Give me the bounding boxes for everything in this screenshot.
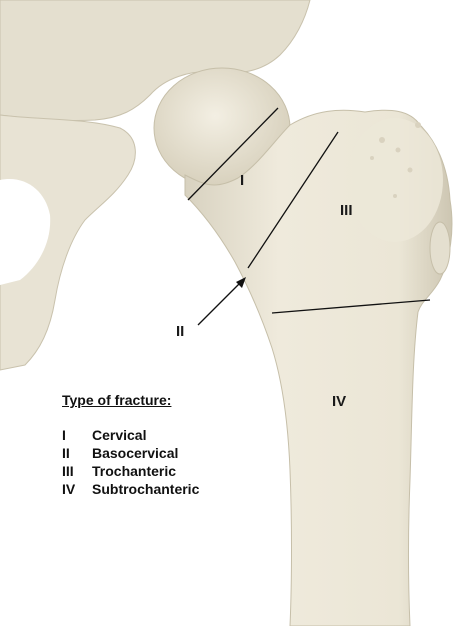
legend-name: Basocervical (92, 444, 178, 462)
lesser-trochanter (430, 222, 450, 274)
zone-label-basocervical: II (176, 323, 184, 340)
basocervical-arrow-shaft (198, 283, 240, 325)
legend-name: Subtrochanteric (92, 480, 199, 498)
legend-numeral: II (62, 444, 92, 462)
legend-numeral: IV (62, 480, 92, 498)
zone-label-subtrochanteric: IV (332, 393, 346, 410)
legend-title: Type of fracture: (62, 392, 199, 408)
legend-item: III Trochanteric (62, 462, 199, 480)
legend-name: Cervical (92, 426, 146, 444)
zone-label-trochanteric: III (340, 202, 353, 219)
legend-numeral: III (62, 462, 92, 480)
legend-name: Trochanteric (92, 462, 176, 480)
greater-trochanter (347, 118, 443, 242)
legend-item: II Basocervical (62, 444, 199, 462)
legend-item: IV Subtrochanteric (62, 480, 199, 498)
fracture-type-legend: Type of fracture: I Cervical II Basocerv… (62, 392, 199, 498)
legend-numeral: I (62, 426, 92, 444)
legend-item: I Cervical (62, 426, 199, 444)
zone-label-cervical: I (240, 172, 244, 189)
